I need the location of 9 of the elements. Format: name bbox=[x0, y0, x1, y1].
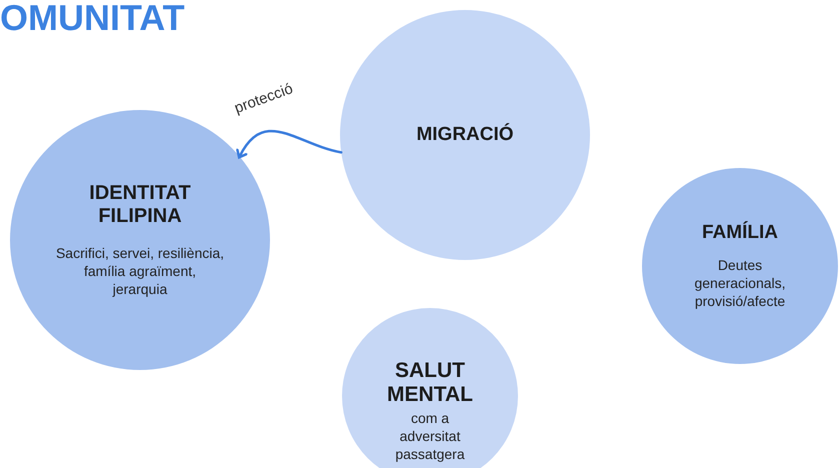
curved-arrow bbox=[236, 130, 342, 159]
circle-heading: SALUT MENTAL bbox=[386, 358, 474, 407]
circle-description: Deutes generacionals, provisió/afecte bbox=[693, 256, 787, 310]
circle-description: com a adversitat passatgera bbox=[394, 408, 466, 464]
circle-heading: FAMÍLIA bbox=[701, 222, 779, 244]
circle-heading: MIGRACIÓ bbox=[415, 124, 515, 146]
title: OMUNITAT bbox=[0, 0, 185, 36]
circle-heading: IDENTITAT FILIPINA bbox=[88, 182, 192, 228]
circle-description: Sacrifici, servei, resiliència, família agraïment, jerarquia bbox=[55, 244, 225, 298]
